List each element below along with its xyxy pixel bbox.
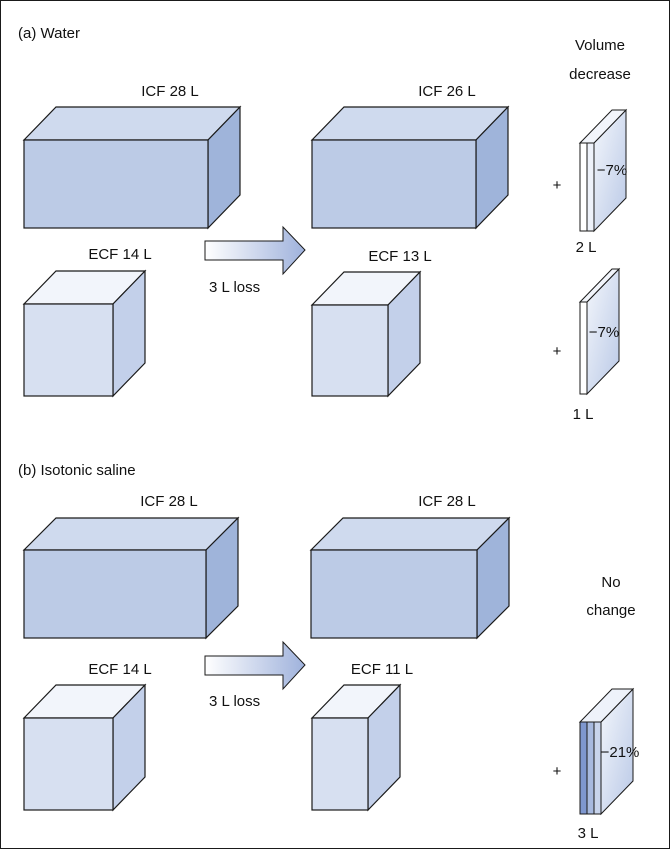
panel-a-ecf-plus: + [553,343,562,360]
panel-a-after-icf-label: ICF 26 L [418,83,476,100]
panel-b-after-ecf-label: ECF 11 L [351,661,413,678]
panel-a-loss-arrow [204,225,306,276]
panel-b-no-change-line1: No [601,574,620,591]
panel-a-ecf-change-volume: 1 L [573,406,594,423]
panel-b-ecf-loss-slice [578,687,635,816]
panel-b-arrow-label: 3 L loss [209,693,260,710]
panel-b-after-ecf-box [310,683,402,812]
volume-header-line1: Volume [575,37,625,54]
panel-a-icf-loss-slice [578,108,628,233]
panel-b-title: (b) Isotonic saline [18,462,136,479]
panel-a-after-ecf-box [310,270,422,398]
panel-b-before-icf-box [22,516,240,640]
panel-a-icf-change-volume: 2 L [576,239,597,256]
panel-a-before-ecf-box [22,269,147,398]
panel-b-before-icf-label: ICF 28 L [140,493,198,510]
panel-b-after-icf-label: ICF 28 L [418,493,476,510]
panel-a-before-icf-label: ICF 28 L [141,83,199,100]
panel-a-after-icf-box [310,105,510,230]
panel-a-icf-change-percent: −7% [597,162,627,179]
volume-header-line2: decrease [569,66,631,83]
panel-b-ecf-change-percent: −21% [601,744,640,761]
panel-a-icf-plus: + [553,177,562,194]
panel-a-title: (a) Water [18,25,80,42]
panel-a-before-ecf-label: ECF 14 L [88,246,151,263]
panel-b-before-ecf-box [22,683,147,812]
panel-a-ecf-loss-slice [578,267,621,396]
panel-a-arrow-label: 3 L loss [209,279,260,296]
panel-a-before-icf-box [22,105,242,230]
panel-a-after-ecf-label: ECF 13 L [368,248,431,265]
panel-a-ecf-change-percent: −7% [589,324,619,341]
panel-b-after-icf-box [309,516,511,640]
panel-b-before-ecf-label: ECF 14 L [88,661,151,678]
panel-b-ecf-change-volume: 3 L [578,825,599,842]
panel-b-loss-arrow [204,640,306,691]
panel-b-no-change-line2: change [586,602,635,619]
panel-b-ecf-plus: + [553,763,562,780]
